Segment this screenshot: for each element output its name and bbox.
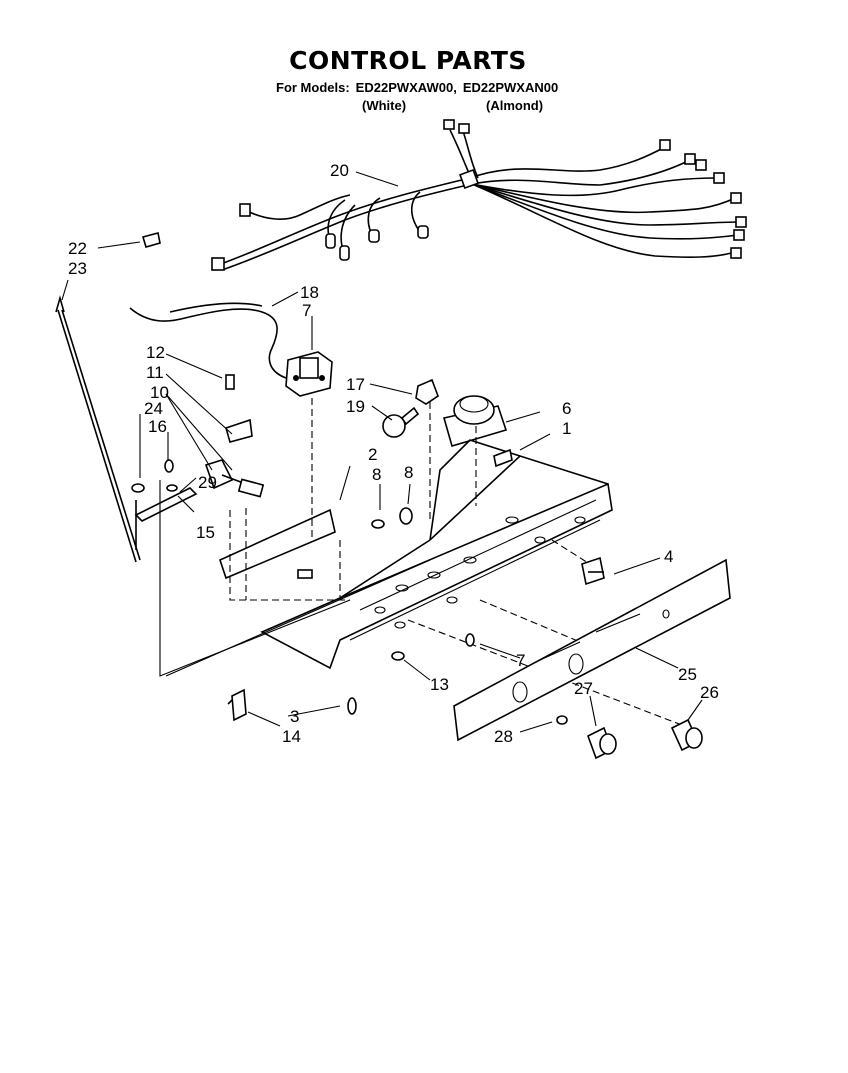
callout-15: 15 [196,523,215,542]
callout-7-text: 77 [516,651,525,671]
callout-11: 10 [150,383,169,402]
hardware-parts [227,507,605,722]
callout-23: 23 [68,259,87,278]
callout-13: 12 [146,343,165,362]
callout-14: 14 [282,727,301,746]
callout-6: 6 [562,399,571,418]
light-socket [382,378,439,438]
control-housing [219,439,613,670]
callout-13-lower: 13 [430,675,449,694]
model-number-almond: ED22PWXAN00 [462,80,559,95]
callout-26: 26 [700,683,719,702]
page-title: CONTROL PARTS [289,46,527,75]
callout-16: 16 [148,417,167,436]
callout-10: 8 [372,465,381,484]
damper-rod [55,295,141,563]
callout-1: 1 [562,419,571,438]
callout-2: 2 [368,445,377,464]
callout-20: 20 [330,161,349,180]
clip-part [141,232,161,248]
control-panel [453,558,731,742]
callout-3: 3 [290,707,299,726]
callout-29: 29 [198,473,217,492]
callout-18: 18 [300,283,319,302]
callout-17: 17 [346,375,365,394]
defrost-timer [442,395,508,447]
callout-4: 4 [664,547,673,566]
sensor-tube [129,302,287,379]
callout-8-label: 8 [404,463,414,482]
model-list: For Models: ED22PWXAW00, ED22PWXAN00 [276,80,564,95]
leader-lines [61,171,703,733]
callout-24: 24 [144,399,163,418]
callout-19: 19 [346,397,365,416]
callout-7-number: 7 [516,651,526,670]
wire-harness [211,119,747,271]
callout-25: 25 [678,665,697,684]
control-linkage [131,374,265,550]
callout-27: 27 [574,679,593,698]
callout-9: 7 [302,301,311,320]
callout-28: 28 [494,727,513,746]
models-prefix: For Models: [276,80,350,95]
callout-22: 22 [68,239,87,258]
callout-labels: 20 22 23 18 7 12 11 10 24 16 29 15 17 19… [68,161,719,746]
variant-white: (White) [362,98,407,113]
thermostat [285,351,333,397]
callout-12: 11 [146,363,164,382]
model-number-white: ED22PWXAW00, [355,80,457,95]
knobs [556,715,703,760]
variant-almond: (Almond) [486,98,544,113]
